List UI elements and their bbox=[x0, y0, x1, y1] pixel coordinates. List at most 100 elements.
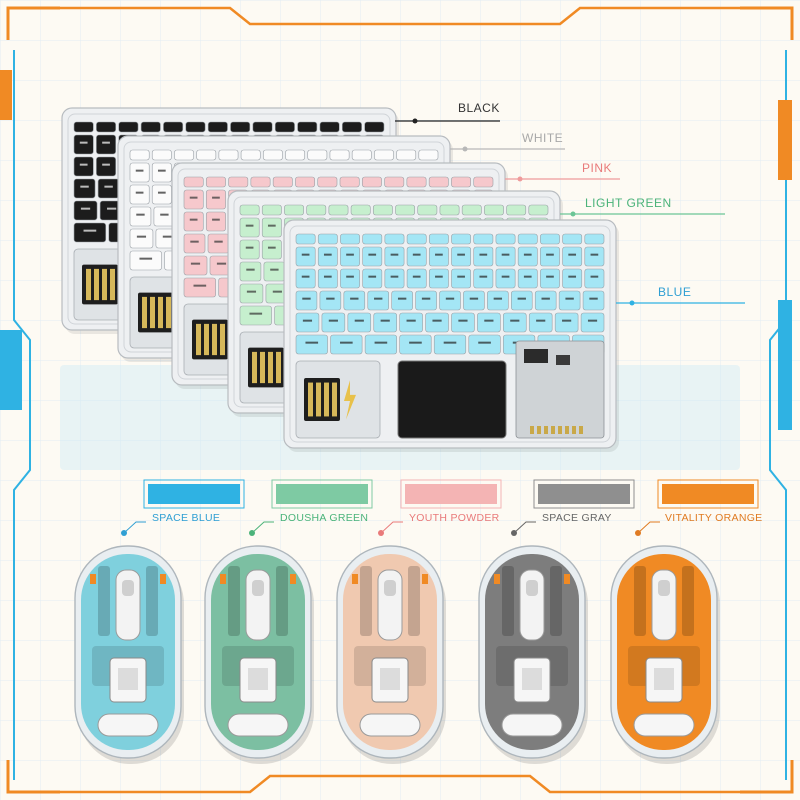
key-legend bbox=[590, 275, 599, 278]
key bbox=[473, 176, 494, 188]
key bbox=[73, 178, 96, 199]
key-legend bbox=[102, 163, 110, 166]
key bbox=[473, 268, 494, 289]
key-legend bbox=[301, 253, 310, 256]
key-legend bbox=[374, 297, 383, 300]
key bbox=[295, 233, 316, 245]
mouse-accent bbox=[626, 574, 632, 584]
swatch-space-blue bbox=[148, 484, 240, 504]
connector-pin bbox=[537, 426, 541, 434]
key bbox=[351, 149, 372, 161]
mouse-leader-space-gray bbox=[513, 521, 536, 534]
swatch-outline-youth-powder bbox=[400, 479, 502, 509]
key-legend bbox=[478, 341, 491, 344]
battery-cell bbox=[158, 296, 163, 329]
key bbox=[185, 121, 206, 133]
key bbox=[295, 290, 318, 311]
key bbox=[384, 268, 405, 289]
key-legend bbox=[421, 297, 431, 300]
key bbox=[205, 211, 226, 232]
key bbox=[250, 176, 271, 188]
mouse-sensor-space-blue bbox=[97, 713, 159, 737]
usb-receiver-port bbox=[380, 668, 400, 690]
key bbox=[406, 268, 427, 289]
key bbox=[461, 204, 482, 216]
connector-pin bbox=[551, 426, 555, 434]
key bbox=[517, 268, 538, 289]
key bbox=[96, 134, 117, 155]
key-legend bbox=[302, 297, 311, 300]
key-legend bbox=[479, 253, 488, 256]
key bbox=[73, 156, 94, 177]
key-legend bbox=[350, 297, 359, 300]
mouse-part bbox=[502, 566, 514, 636]
key-legend bbox=[390, 275, 399, 278]
mouse-sensor-space-gray bbox=[501, 713, 563, 737]
key-legend bbox=[107, 207, 117, 210]
key-legend bbox=[435, 253, 443, 256]
mouse-part bbox=[550, 566, 562, 636]
key bbox=[230, 121, 251, 133]
mouse-accent bbox=[696, 574, 702, 584]
key-legend bbox=[102, 141, 110, 144]
key-legend bbox=[193, 284, 207, 287]
swatch-youth-powder bbox=[405, 484, 497, 504]
keyboard-label-pink: PINK bbox=[582, 161, 613, 175]
mouse-accent bbox=[160, 574, 166, 584]
key bbox=[263, 261, 286, 282]
key bbox=[96, 156, 117, 177]
connector-pin bbox=[579, 426, 583, 434]
key-legend bbox=[328, 319, 338, 322]
key-legend bbox=[432, 319, 442, 322]
key-legend bbox=[412, 275, 421, 278]
key-legend bbox=[83, 229, 97, 232]
key bbox=[406, 176, 427, 188]
frame-accent-left-orange bbox=[0, 70, 12, 120]
key bbox=[239, 283, 264, 304]
swatch-outline-dousha-green bbox=[271, 479, 373, 509]
key bbox=[129, 149, 150, 161]
key-legend bbox=[80, 185, 89, 188]
key-legend bbox=[546, 275, 554, 278]
key-legend bbox=[568, 275, 577, 278]
key bbox=[451, 233, 472, 245]
swatch-vitality-orange bbox=[662, 484, 754, 504]
key-legend bbox=[457, 275, 465, 278]
key-legend bbox=[157, 169, 166, 172]
swatch-outline-space-blue bbox=[143, 479, 245, 509]
key-legend bbox=[214, 240, 223, 243]
key bbox=[362, 246, 383, 267]
frame-accent-right-blue bbox=[778, 300, 792, 430]
key-legend bbox=[587, 319, 598, 322]
key bbox=[534, 290, 557, 311]
frame-corner-top-right bbox=[740, 6, 794, 40]
battery-cell bbox=[268, 351, 273, 384]
key-legend bbox=[136, 235, 147, 238]
key-legend bbox=[397, 297, 407, 300]
key bbox=[183, 176, 204, 188]
key bbox=[207, 121, 228, 133]
key bbox=[391, 290, 413, 311]
key bbox=[239, 204, 260, 216]
key bbox=[239, 261, 262, 282]
key bbox=[307, 149, 328, 161]
key bbox=[339, 176, 360, 188]
mouse-wheel-youth-powder bbox=[384, 580, 396, 596]
battery-cell bbox=[166, 296, 171, 329]
key-legend bbox=[104, 185, 113, 188]
key-legend bbox=[157, 191, 166, 194]
key-legend bbox=[346, 253, 354, 256]
usb-receiver-port bbox=[118, 668, 138, 690]
key bbox=[361, 176, 382, 188]
key bbox=[428, 233, 449, 245]
key-legend bbox=[541, 297, 550, 300]
key-legend bbox=[493, 297, 503, 300]
key bbox=[384, 176, 405, 188]
usb-receiver-port bbox=[248, 668, 268, 690]
key bbox=[451, 312, 475, 333]
key-legend bbox=[189, 218, 198, 221]
frame-corner-top-left bbox=[6, 6, 60, 40]
battery-cell bbox=[260, 351, 265, 384]
key bbox=[174, 149, 194, 161]
